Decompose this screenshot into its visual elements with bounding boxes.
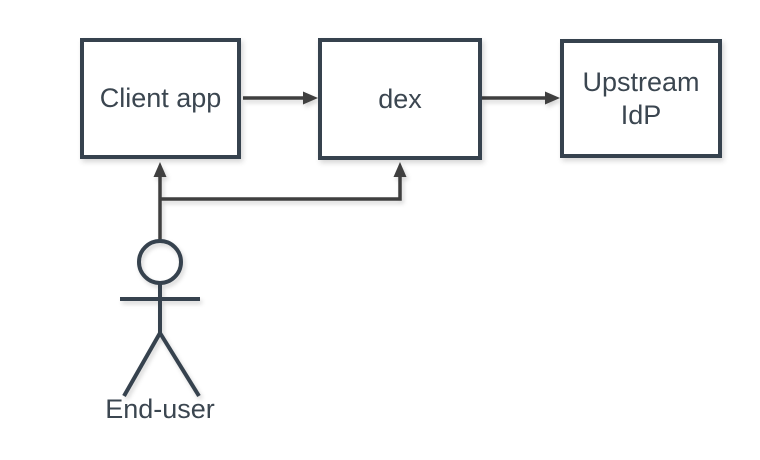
stick-figure-head: [137, 239, 183, 285]
arrow-dex-to-idp: [482, 91, 560, 105]
arrow-user-to-dex: [160, 162, 407, 201]
stick-figure-right-leg: [158, 331, 201, 398]
arrow-user-to-client: [153, 162, 167, 240]
arrow-client-to-dex: [243, 91, 318, 105]
node-upstream-idp-label: Upstream IdP: [582, 66, 700, 130]
node-dex: dex: [318, 38, 482, 160]
node-client-app: Client app: [80, 38, 241, 159]
stick-figure-left-leg: [122, 332, 162, 397]
node-upstream-idp: Upstream IdP: [560, 39, 722, 158]
stick-figure-icon: [120, 239, 201, 398]
node-dex-label: dex: [378, 83, 422, 114]
actor-end-user-label: End-user: [105, 394, 215, 424]
node-client-app-label: Client app: [99, 83, 222, 113]
